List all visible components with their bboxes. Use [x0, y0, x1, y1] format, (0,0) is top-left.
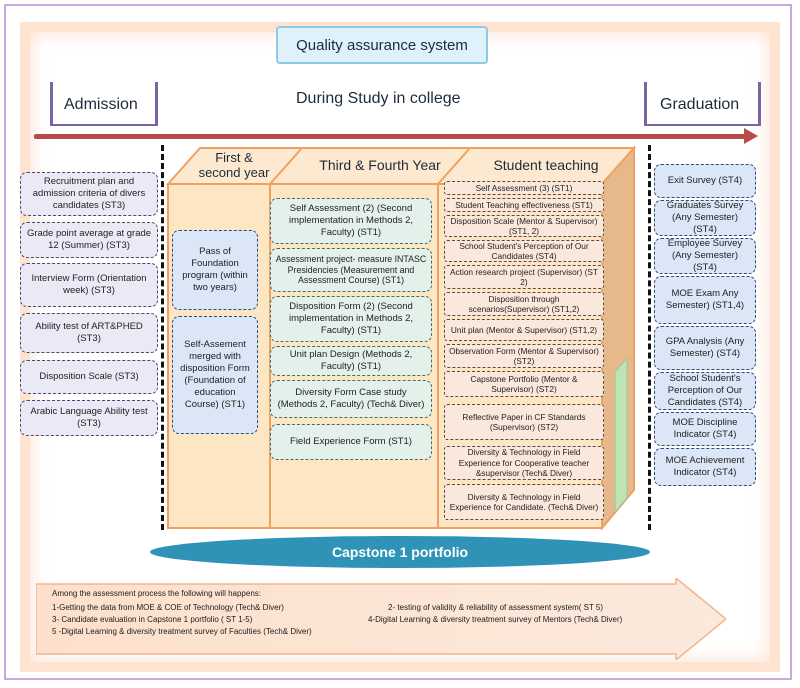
note-5: 5 -Digital Learning & diversity treatmen… — [52, 627, 312, 636]
student-teaching-item: Disposition through scenarios(Supervisor… — [444, 292, 604, 316]
note-4: 4-Digital Learning & diversity treatment… — [368, 615, 623, 624]
student-teaching-item: Self Assessment (3) (ST1) — [444, 181, 604, 195]
column-first-second-year: First & second year — [198, 150, 270, 180]
student-teaching-item: Unit plan (Mentor & Supervisor) (ST1,2) — [444, 319, 604, 341]
admission-separator — [161, 145, 164, 530]
student-teaching-item: Diversity & Technology in Field Experien… — [444, 484, 604, 520]
capstone-portfolio-ellipse: Capstone 1 portfolio — [150, 536, 650, 568]
phase-graduation: Graduation — [660, 96, 740, 113]
graduation-item: MOE Achievement Indicator (ST4) — [654, 448, 756, 486]
student-teaching-item: Disposition Scale (Mentor & Supervisor) … — [444, 215, 604, 237]
graduation-item: Graduates Survey (Any Semester) (ST4) — [654, 200, 756, 236]
third-year-item: Diversity Form Case study (Methods 2, Fa… — [270, 380, 432, 418]
graduation-right-tick — [758, 82, 761, 126]
column-student-teaching: Student teaching — [493, 157, 599, 173]
notes-intro: Among the assessment process the followi… — [52, 589, 261, 598]
student-teaching-item: Action research project (Supervisor) (ST… — [444, 265, 604, 289]
phase-during-study: During Study in college — [296, 90, 461, 107]
admission-left-tick — [50, 82, 53, 126]
note-1: 1-Getting the data from MOE & COE of Tec… — [52, 603, 284, 612]
graduation-item: MOE Discipline Indicator (ST4) — [654, 412, 756, 446]
admission-item: Arabic Language Ability test (ST3) — [20, 400, 158, 436]
admission-right-tick — [155, 82, 158, 126]
notes-arrow — [36, 578, 726, 660]
column-third-fourth-year: Third & Fourth Year — [319, 157, 441, 173]
admission-item: Grade point average at grade 12 (Summer)… — [20, 222, 158, 258]
graduation-item: MOE Exam Any Semester) (ST1,4) — [654, 276, 756, 324]
student-teaching-item: Capstone Portfolio (Mentor & Supervisor)… — [444, 371, 604, 397]
admission-item: Interview Form (Orientation week) (ST3) — [20, 263, 158, 307]
graduation-separator — [648, 145, 651, 530]
graduation-left-tick — [644, 82, 647, 126]
third-year-item: Field Experience Form (ST1) — [270, 424, 432, 460]
first-year-item: Pass of Foundation program (within two y… — [172, 230, 258, 310]
first-year-item: Self-Assement merged with disposition Fo… — [172, 316, 258, 434]
timeline-arrow — [34, 134, 750, 139]
graduation-bar — [644, 124, 761, 126]
student-teaching-item: Student Teaching effectiveness (ST1) — [444, 198, 604, 212]
third-year-item: Disposition Form (2) (Second implementat… — [270, 296, 432, 342]
note-3: 3- Candidate evaluation in Capstone 1 po… — [52, 615, 253, 624]
admission-item: Disposition Scale (ST3) — [20, 360, 158, 394]
timeline-arrow-head — [744, 128, 758, 144]
admission-item: Recruitment plan and admission criteria … — [20, 172, 158, 216]
admission-bar — [50, 124, 158, 126]
phase-admission: Admission — [64, 96, 138, 113]
graduation-item: School Student's Perception of Our Candi… — [654, 372, 756, 410]
third-year-item: Self Assessment (2) (Second implementati… — [270, 198, 432, 244]
third-year-item: Assessment project- measure INTASC Presi… — [270, 248, 432, 292]
student-teaching-item: Diversity & Technology in Field Experien… — [444, 446, 604, 480]
student-teaching-item: Reflective Paper in CF Standards (Superv… — [444, 404, 604, 440]
third-year-item: Unit plan Design (Methods 2, Faculty) (S… — [270, 346, 432, 376]
graduation-item: Employee Survey (Any Semester) (ST4) — [654, 238, 756, 274]
student-teaching-item: Observation Form (Mentor & Supervisor) (… — [444, 344, 604, 368]
student-teaching-item: School Student's Perception of Our Candi… — [444, 240, 604, 262]
admission-item: Ability test of ART&PHED (ST3) — [20, 313, 158, 353]
note-2: 2- testing of validity & reliability of … — [388, 603, 604, 612]
graduation-item: GPA Analysis (Any Semester) (ST4) — [654, 326, 756, 370]
page-title: Quality assurance system — [276, 26, 488, 64]
graduation-item: Exit Survey (ST4) — [654, 164, 756, 198]
